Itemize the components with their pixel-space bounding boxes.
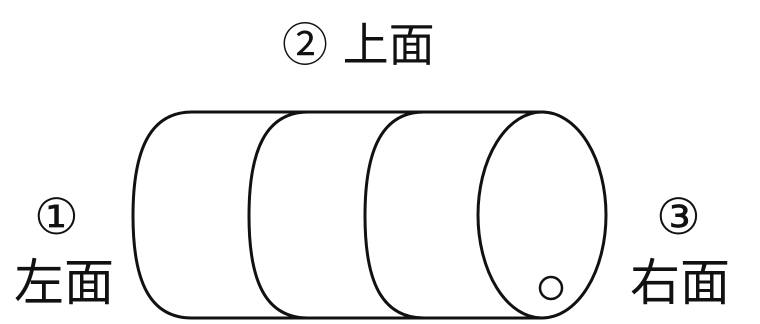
cylinder-left-end [131, 110, 194, 320]
left-face-label: 左面 [14, 254, 114, 312]
hole-icon [538, 275, 564, 301]
top-face-label: ② 上面 [282, 18, 435, 72]
cylinder-right-face [476, 110, 608, 320]
right-face-label: 右面 [630, 254, 730, 312]
section-arc-1 [247, 110, 310, 320]
section-arc-2 [363, 110, 426, 320]
right-face-number: ③ [656, 188, 701, 246]
left-face-number: ① [34, 188, 79, 246]
